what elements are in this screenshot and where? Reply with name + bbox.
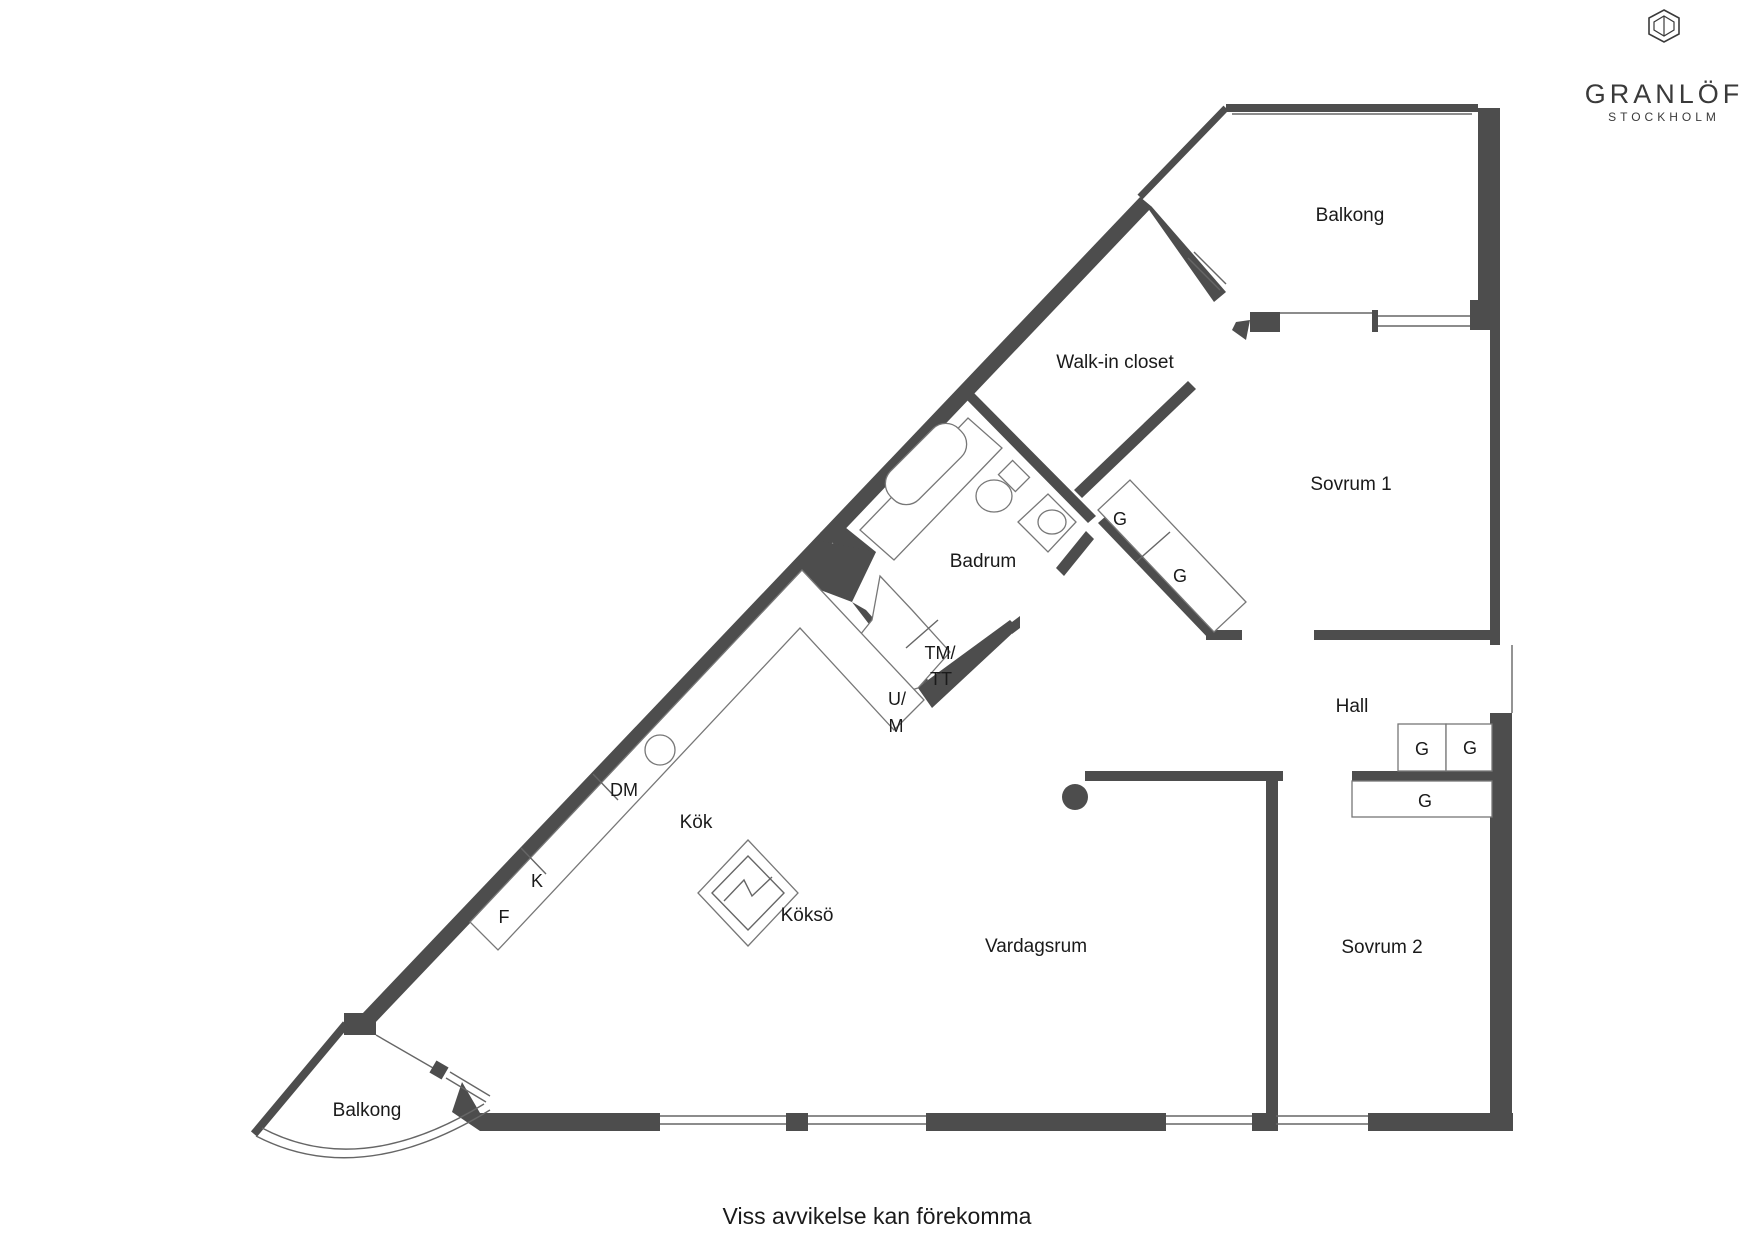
label-u-m-line1: U/ <box>888 689 906 709</box>
label-kok: Kök <box>680 812 713 833</box>
label-u-m-line2: M <box>889 716 904 736</box>
room-labels: Balkong Walk-in closet Sovrum 1 Badrum H… <box>333 205 1423 1121</box>
label-tm-tt-line2: TT <box>930 669 952 689</box>
label-vardagsrum: Vardagsrum <box>985 936 1087 957</box>
kitchen-island <box>697 839 799 947</box>
brand-city: STOCKHOLM <box>1608 110 1720 124</box>
label-wardrobe-b: G <box>1173 566 1187 586</box>
label-wardrobe-d: G <box>1463 738 1477 758</box>
label-koksö: Köksö <box>781 905 834 926</box>
label-walk-in-closet: Walk-in closet <box>1056 352 1174 373</box>
label-badrum: Badrum <box>950 551 1017 572</box>
label-wardrobe-a: G <box>1113 509 1127 529</box>
windows <box>250 104 1513 1159</box>
label-hall: Hall <box>1336 696 1369 717</box>
label-dm: DM <box>610 780 638 800</box>
brand-name: GRANLÖF <box>1585 79 1744 109</box>
label-balkong-bottom: Balkong <box>333 1100 402 1121</box>
fixtures <box>469 417 1493 951</box>
kitchen-counter <box>469 569 925 951</box>
diamond-logo-icon <box>1648 9 1680 43</box>
label-sovrum-2: Sovrum 2 <box>1341 937 1422 958</box>
granlof-logo: GRANLÖF STOCKHOLM <box>1585 9 1744 124</box>
walls <box>344 108 1513 1131</box>
label-balkong-top: Balkong <box>1316 205 1385 226</box>
disclaimer-text: Viss avvikelse kan förekomma <box>722 1203 1032 1229</box>
label-wardrobe-c: G <box>1415 739 1429 759</box>
label-wardrobe-e: G <box>1418 791 1432 811</box>
label-sovrum-1: Sovrum 1 <box>1310 474 1391 495</box>
toilet <box>975 479 1013 513</box>
label-k: K <box>531 871 543 891</box>
label-tm-tt-line1: TM/ <box>925 643 956 663</box>
label-f: F <box>499 907 510 927</box>
fixture-labels: G G G G G TM/ TT U/ M DM K F <box>499 509 1478 927</box>
